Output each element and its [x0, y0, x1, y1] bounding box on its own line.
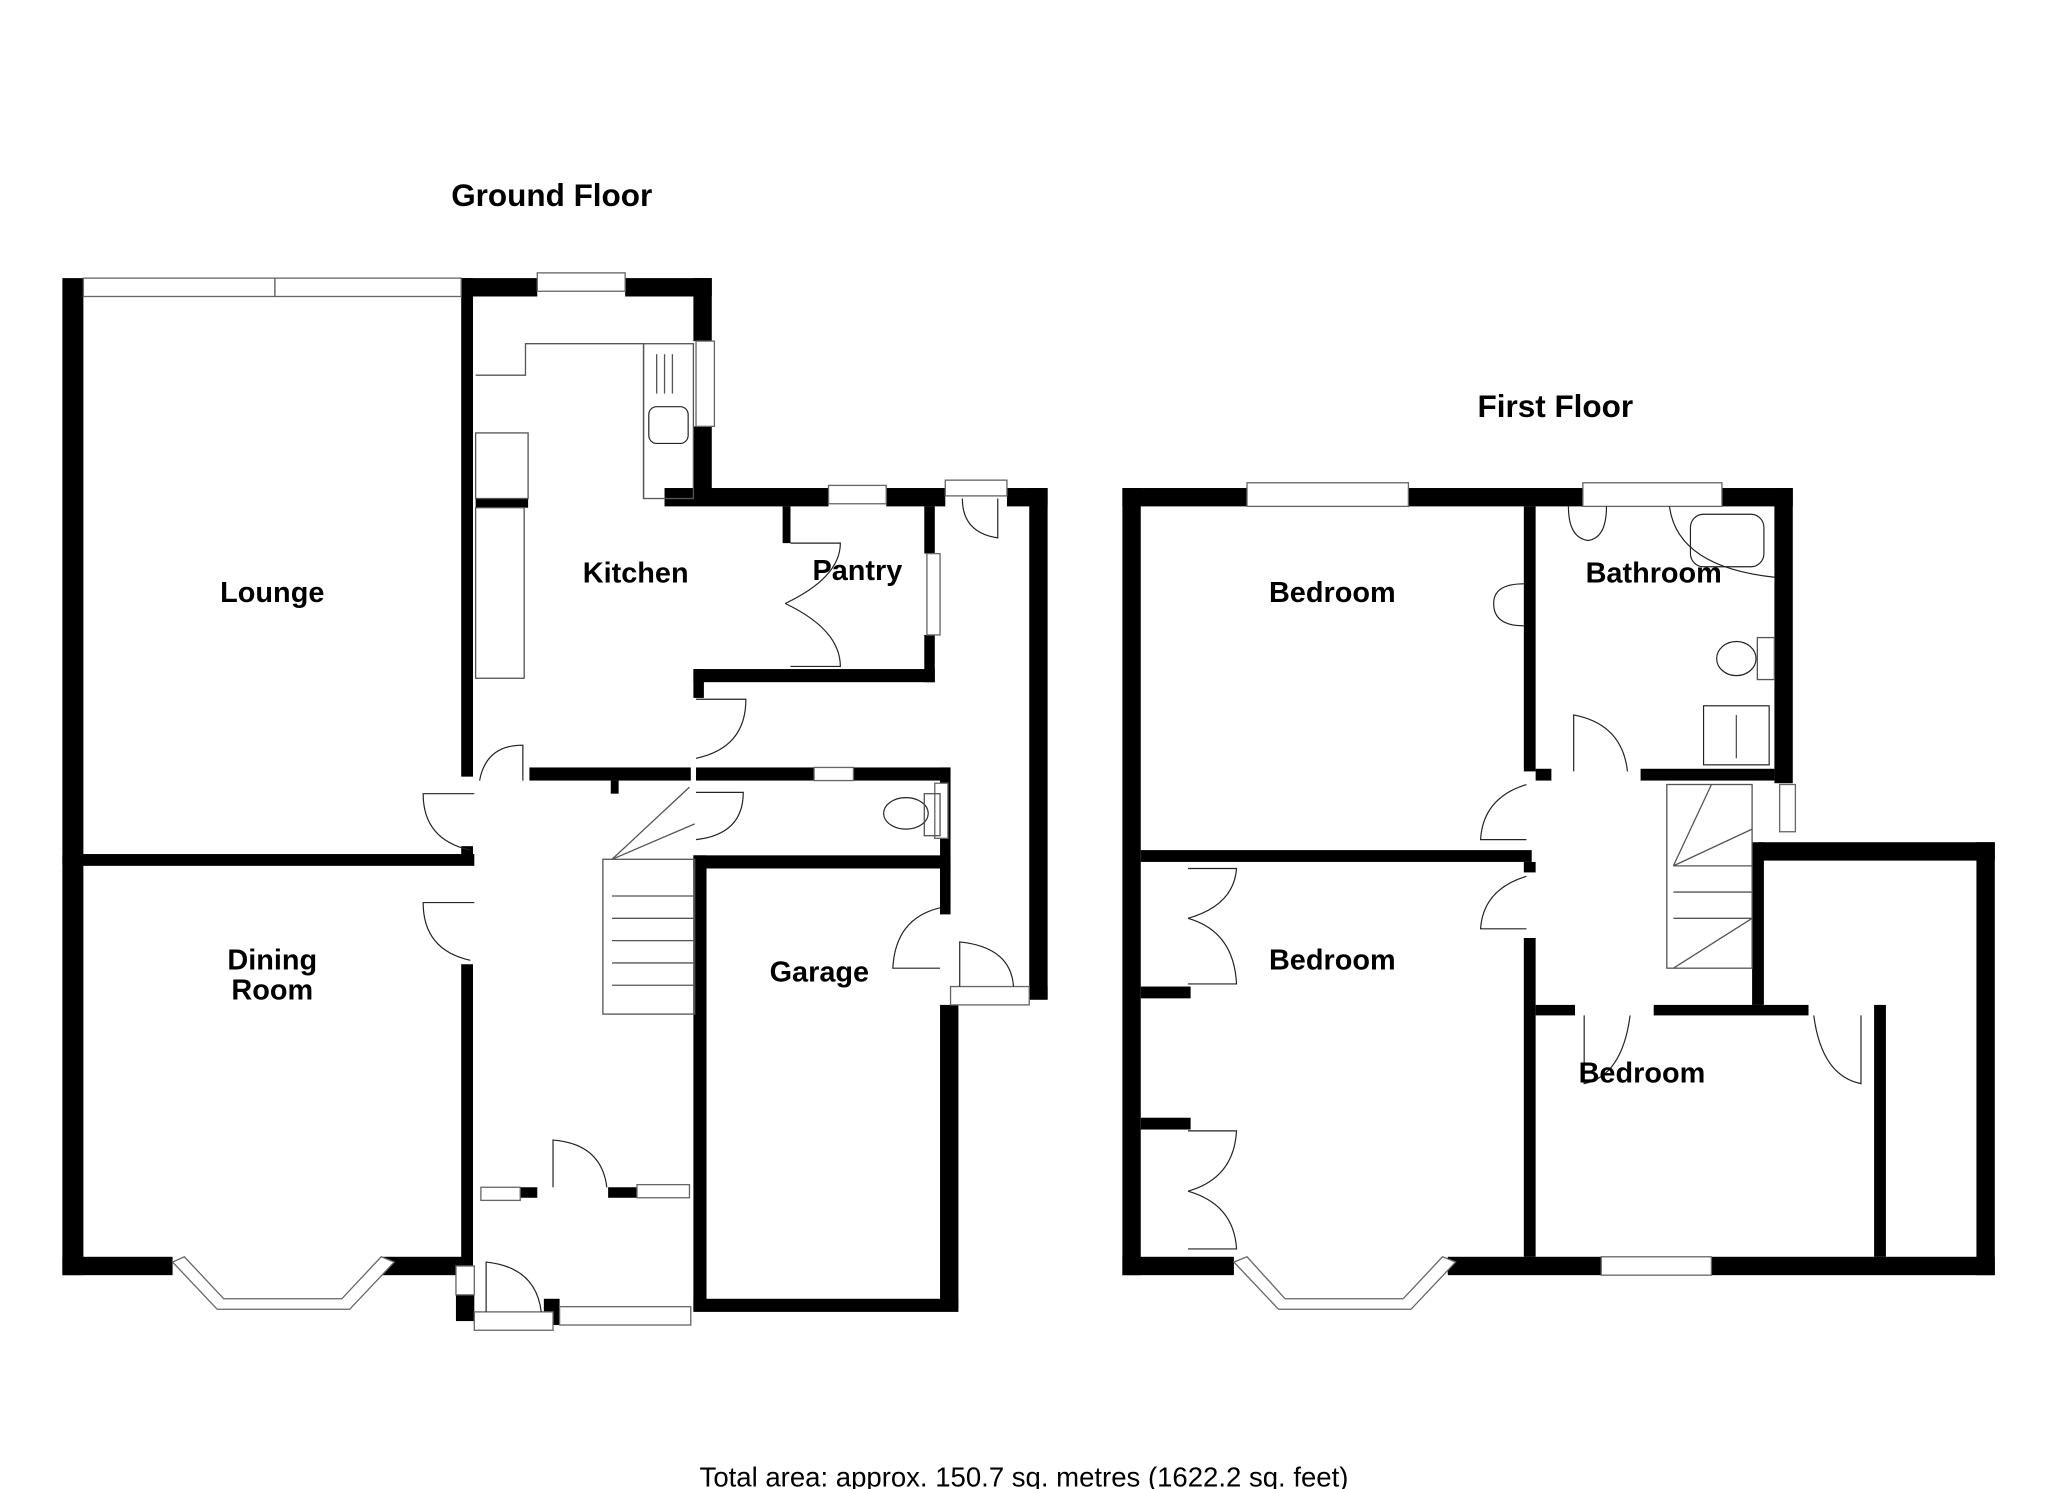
room-label-dining-line1: Dining — [227, 944, 317, 976]
pantry-door-lower — [784, 602, 841, 668]
bathroom-basin-icon — [1567, 506, 1608, 542]
first-floor-walls — [1122, 488, 1995, 1276]
ground-floor-windows — [82, 272, 1030, 1331]
kitchen-door — [478, 744, 524, 781]
porch-window-left — [480, 1186, 521, 1202]
porch-inner-door — [552, 1139, 608, 1188]
total-area-text: Total area: approx. 150.7 sq. metres (16… — [700, 1461, 1349, 1489]
garage-side-door-frame — [949, 985, 1030, 1006]
kitchen-window — [536, 272, 626, 292]
corner-bath-icon — [1689, 513, 1765, 568]
pantry-side-window — [926, 552, 941, 636]
bedroom2-door — [1479, 875, 1527, 930]
ground-floor-title: Ground Floor — [451, 178, 652, 213]
wardrobe1-door-a — [1187, 867, 1238, 919]
front-door — [485, 1261, 542, 1312]
ground-floor-walls — [62, 278, 1048, 1326]
side-entrance-door — [961, 498, 999, 539]
room-label-bedroom-1: Bedroom — [1269, 577, 1396, 609]
wc-door — [695, 791, 744, 841]
garage-door — [892, 907, 941, 969]
wardrobe1-door-b — [1187, 917, 1238, 985]
ground-floor-labels: Lounge Kitchen Pantry Dining Room Garage — [220, 555, 902, 1007]
shower-tray-icon — [1702, 705, 1770, 766]
lounge-patio-window — [82, 277, 462, 298]
wc-toilet-icon — [883, 797, 929, 830]
first-floor-title: First Floor — [1478, 389, 1634, 424]
bedroom1-door — [1479, 783, 1527, 841]
bathroom-door — [1573, 714, 1629, 772]
bedroom1-window — [1246, 482, 1410, 508]
room-label-kitchen: Kitchen — [583, 557, 689, 589]
wc-window — [813, 766, 855, 782]
front-door-frame — [473, 1311, 554, 1331]
first-floor-stairs — [1666, 783, 1753, 969]
wardrobe2-door-a — [1187, 1130, 1238, 1192]
kitchen-sink-icon — [648, 406, 689, 445]
landing-window — [1778, 783, 1797, 833]
room-label-pantry: Pantry — [812, 555, 902, 587]
wc-side-window — [934, 782, 949, 839]
pantry-window — [827, 484, 887, 505]
ground-floor-fixtures — [474, 343, 941, 1015]
bath-curve — [1668, 506, 1775, 578]
bedroom2-bay-window — [1232, 1256, 1457, 1310]
room-label-bathroom: Bathroom — [1586, 557, 1722, 589]
bedroom3-door — [1583, 1015, 1631, 1085]
bedroom-basin-icon — [1493, 583, 1524, 627]
room-label-dining-line2: Room — [231, 975, 313, 1007]
side-door-frame — [944, 479, 1008, 497]
cupboard-door — [1813, 1015, 1862, 1085]
dining-bay-window — [171, 1256, 396, 1310]
kitchen-side-window — [695, 340, 716, 428]
room-label-bedroom-2: Bedroom — [1269, 944, 1396, 976]
bedroom3-window — [1600, 1256, 1713, 1276]
porch-side-window — [455, 1265, 475, 1296]
bathroom-toilet-icon — [1716, 640, 1757, 677]
first-floor-doors — [1187, 714, 1862, 1250]
ground-stairs — [602, 858, 696, 1015]
wardrobe2-door-b — [1187, 1190, 1238, 1250]
first-floor-labels: Bedroom Bathroom Bedroom Bedroom — [1269, 557, 1722, 1089]
front-window — [558, 1305, 692, 1326]
garage-rear-door — [959, 941, 1015, 987]
room-label-lounge: Lounge — [220, 577, 324, 609]
room-label-bedroom-3: Bedroom — [1579, 1057, 1706, 1089]
bathroom-window — [1582, 482, 1723, 508]
first-floor-windows — [1232, 482, 1797, 1310]
kitchen-worktop — [475, 343, 645, 499]
dining-door — [422, 901, 475, 961]
kitchen-hall-door — [695, 698, 747, 759]
ground-floor-doors — [422, 498, 1015, 1312]
porch-window-right — [636, 1183, 691, 1199]
lounge-door — [422, 793, 475, 851]
pantry-door-upper — [784, 542, 841, 605]
first-floor-fixtures — [1493, 506, 1776, 969]
room-label-garage: Garage — [770, 956, 869, 988]
